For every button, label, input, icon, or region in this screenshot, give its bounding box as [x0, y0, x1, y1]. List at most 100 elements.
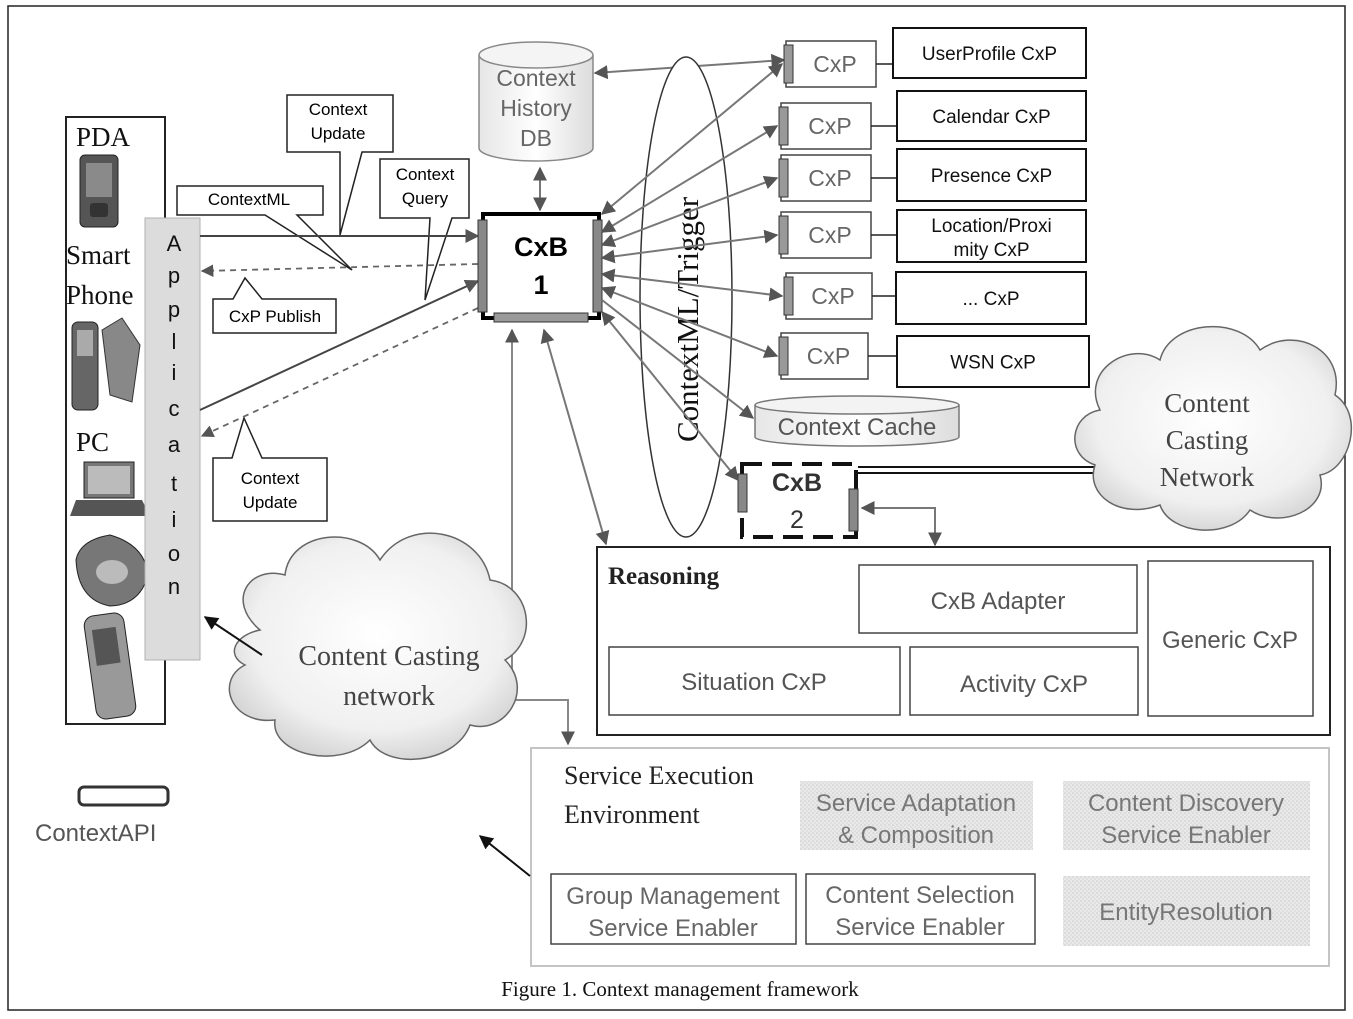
application-letter: n — [168, 574, 180, 599]
situation-cxp-label: Situation CxP — [681, 669, 826, 696]
cxb-adapter-label: CxB Adapter — [931, 588, 1066, 615]
provider-label: UserProfile CxP — [922, 44, 1057, 65]
application-letter: i — [172, 507, 177, 532]
provider-label: Presence CxP — [931, 166, 1052, 187]
context-cache: Context Cache — [754, 395, 960, 447]
cxb1-label: CxB — [514, 232, 568, 262]
callout-context-update-bottom-line2: Update — [243, 493, 298, 512]
provider-box — [892, 27, 1087, 79]
callout-context-update-top-line1: Context — [309, 100, 368, 119]
arrow-cxp-publish — [200, 263, 479, 278]
activity-cxp-box — [909, 646, 1139, 716]
smart-phone-icon — [71, 317, 141, 411]
cxb2-network-link — [858, 466, 1100, 474]
callout-cxp-publish: CxP Publish — [212, 276, 337, 334]
figure-frame — [7, 5, 1346, 1011]
pc-label: PC — [76, 427, 109, 457]
cxp-label: CxP — [808, 222, 851, 248]
cloud-content-casting-network: Content Casting Network — [1074, 325, 1352, 531]
application-letter: A — [167, 231, 182, 256]
provider-label: mity CxP — [954, 240, 1030, 261]
cxp-box — [785, 272, 873, 320]
application-letter: o — [168, 541, 180, 566]
see-title-line2: Environment — [564, 800, 701, 829]
application-bar-box — [144, 217, 201, 661]
activity-cxp-label: Activity CxP — [960, 671, 1088, 698]
callout-context-update-bottom: Context Update — [212, 415, 328, 522]
application-letter: p — [168, 263, 180, 288]
cxb2-label: CxB — [772, 469, 822, 497]
arrow-context-update-response — [200, 307, 479, 437]
provider-label: ... CxP — [962, 289, 1019, 310]
context-api-port — [778, 336, 789, 376]
handheld-icon — [83, 612, 137, 720]
group-management-box — [550, 873, 797, 945]
situation-cxp-box — [608, 646, 901, 716]
contextml-trigger-bus: ContextML/Trigger — [639, 56, 733, 538]
provider-row: CxP Location/Proxi mity CxP — [778, 209, 1087, 263]
context-api-port — [778, 215, 789, 255]
context-cache-label: Context Cache — [778, 414, 937, 441]
service-adaptation-box — [800, 781, 1033, 850]
content-discovery-box — [1063, 781, 1310, 850]
smart-phone-label-line2: Phone — [66, 280, 134, 310]
cxp-label: CxP — [811, 283, 854, 309]
provider-label: Calendar CxP — [932, 107, 1050, 128]
context-api-port — [778, 106, 789, 146]
cxb2-number: 2 — [790, 506, 804, 534]
contextml-trigger-label: ContextML/Trigger — [670, 196, 705, 442]
see-title-line1: Service Execution — [564, 761, 754, 790]
provider-box — [896, 90, 1087, 142]
smart-phone-label-line1: Smart — [66, 240, 131, 270]
application-letter: p — [168, 297, 180, 322]
arrow-cxb1-reasoning — [540, 328, 610, 546]
cloud-left-line2: network — [343, 681, 435, 712]
cloud-content-casting-left: Content Casting network — [228, 532, 528, 760]
service-execution-environment: Service Execution Environment Service Ad… — [530, 747, 1330, 967]
provider-label: Location/Proxi — [931, 216, 1051, 237]
callout-context-query-line1: Context — [396, 165, 455, 184]
pda-label: PDA — [76, 122, 131, 152]
cxb1-number: 1 — [533, 270, 548, 300]
arrow-cxb1-provider — [600, 229, 779, 264]
context-api-port — [783, 276, 794, 316]
callout-context-update-bottom-line1: Context — [241, 469, 300, 488]
application-letter: a — [168, 432, 181, 457]
application-letter: c — [169, 396, 180, 421]
group-management-line2: Service Enabler — [588, 915, 757, 942]
generic-cxp-label: Generic CxP — [1162, 627, 1298, 654]
content-selection-line1: Content Selection — [825, 882, 1014, 909]
content-selection-line2: Service Enabler — [835, 914, 1004, 941]
provider-row: CxP UserProfile CxP — [783, 27, 1087, 88]
arrow-cxb1-see — [505, 328, 575, 746]
device-icon — [75, 534, 149, 607]
callout-context-query: Context Query — [379, 158, 470, 301]
callout-context-update-top-line2: Update — [311, 124, 366, 143]
application-cxb1-arrows — [199, 229, 480, 437]
provider-row: CxP ... CxP — [783, 271, 1087, 325]
generic-cxp-box — [1147, 560, 1314, 717]
arrow-cxb1-cxb2 — [601, 310, 739, 482]
callout-contextml-text: ContextML — [208, 190, 290, 209]
provider-box — [896, 335, 1090, 388]
arrow-cxb2-reasoning — [860, 501, 942, 547]
cxb1-broker: CxB 1 — [477, 212, 603, 323]
reasoning-title: Reasoning — [608, 563, 720, 590]
content-discovery-line2: Service Enabler — [1101, 822, 1270, 849]
context-api-symbol — [77, 785, 170, 807]
provider-box — [895, 271, 1087, 325]
cxp-label: CxP — [813, 51, 856, 77]
context-history-db-line1: Context — [496, 65, 576, 91]
content-discovery-line1: Content Discovery — [1088, 790, 1284, 817]
cloud-left-line1: Content Casting — [298, 641, 479, 672]
provider-box — [896, 209, 1087, 263]
service-adaptation-line2: & Composition — [838, 822, 994, 849]
application-letter: t — [171, 471, 177, 496]
context-api-port — [783, 44, 794, 84]
entity-resolution-label: EntityResolution — [1099, 899, 1272, 926]
